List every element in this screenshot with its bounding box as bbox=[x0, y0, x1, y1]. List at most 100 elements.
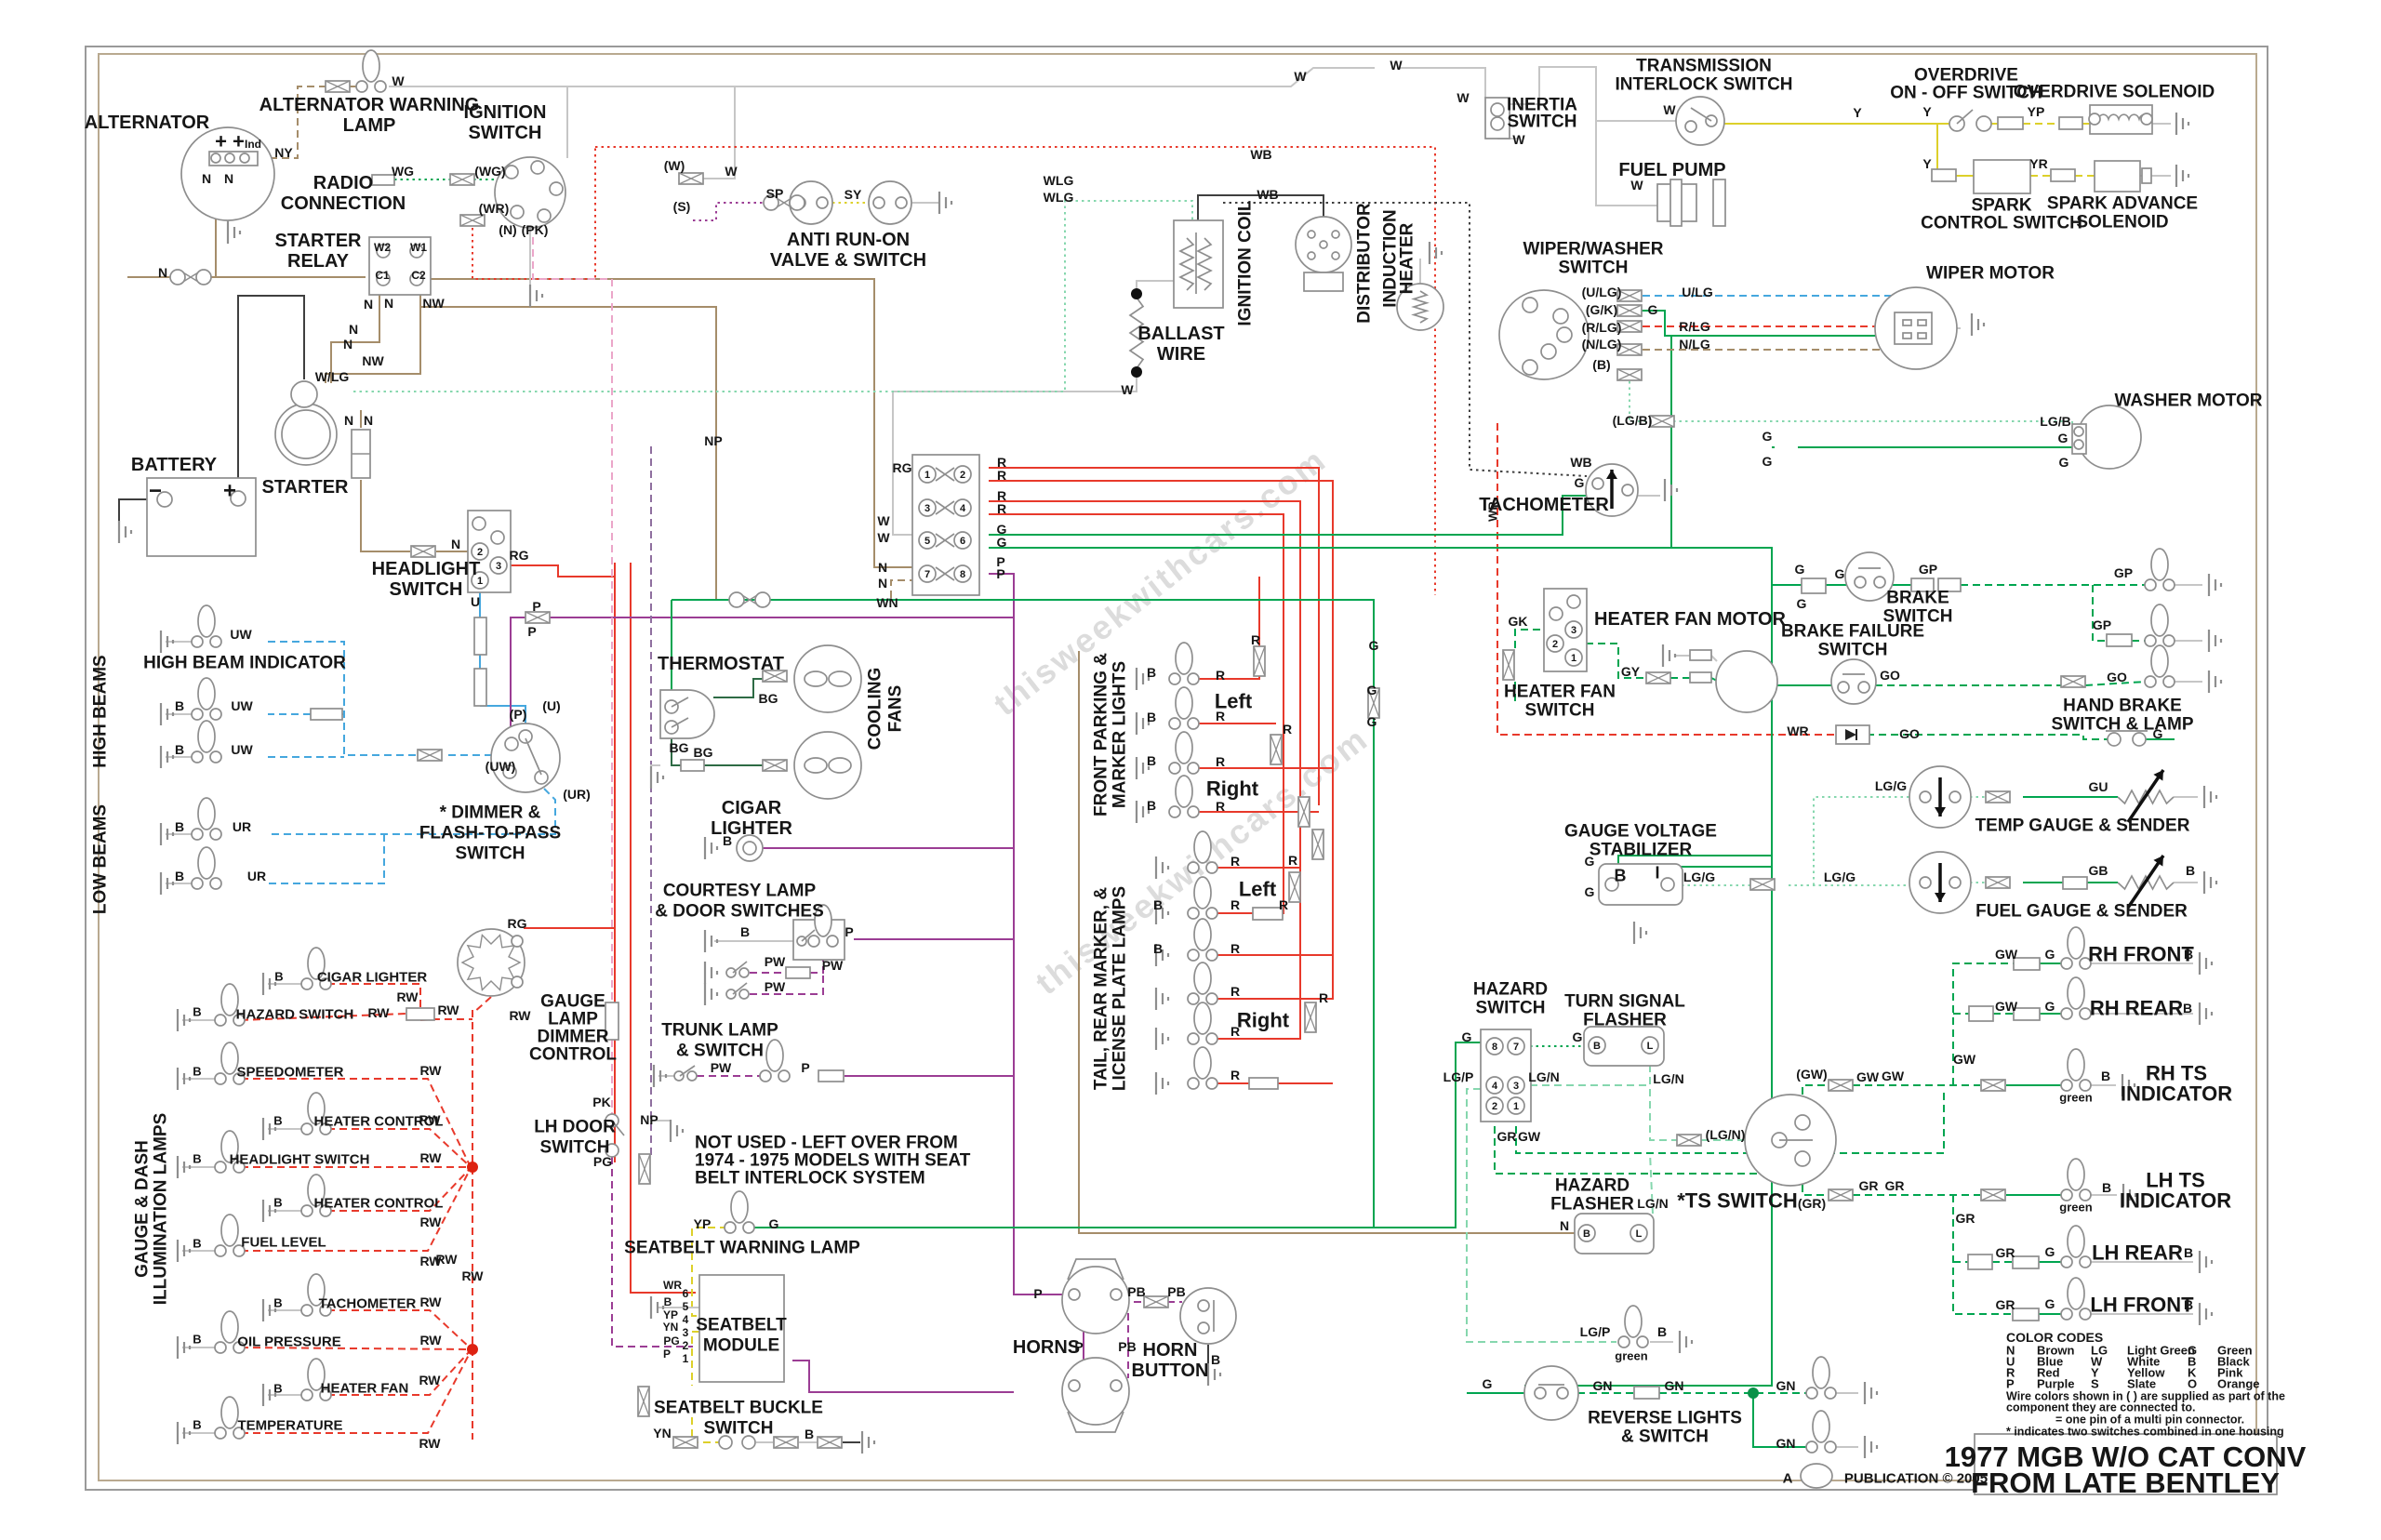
comp-b-290 bbox=[2144, 604, 2175, 647]
wire-g-181 bbox=[1641, 310, 1895, 337]
wire-r-39 bbox=[989, 467, 1320, 805]
comp-g-387 bbox=[2175, 113, 2190, 135]
comp-g-218 bbox=[1154, 988, 1170, 1010]
comp-b-203 bbox=[1168, 731, 1200, 775]
comp-fv-222 bbox=[1270, 734, 1283, 765]
label-switch-lamp: SWITCH & LAMP bbox=[2051, 715, 2193, 735]
label-front-parking: FRONT PARKING & bbox=[1092, 653, 1111, 816]
label-p: P bbox=[996, 566, 1004, 581]
label-b: B bbox=[723, 833, 732, 848]
comp-fv-152 bbox=[637, 1386, 650, 1417]
label-publication-2005: PUBLICATION © 2005 bbox=[1844, 1470, 1988, 1486]
comp-c-39 bbox=[290, 380, 318, 408]
comp-g-172 bbox=[176, 1336, 192, 1359]
label-pw: PW bbox=[711, 1060, 732, 1075]
comp-b-157 bbox=[214, 1130, 246, 1174]
comp-fx-320 bbox=[1985, 876, 2011, 889]
comp-ln-100 bbox=[935, 533, 955, 548]
label-u: U bbox=[2006, 1355, 2015, 1369]
comp-c-259 bbox=[2077, 405, 2142, 470]
label-washer-motor: WASHER MOTOR bbox=[2114, 392, 2262, 411]
comp-b-376 bbox=[1805, 1410, 1837, 1454]
label-k: K bbox=[2188, 1366, 2197, 1380]
label-sy: SY bbox=[845, 187, 862, 202]
label-alternator: ALTERNATOR bbox=[85, 113, 210, 133]
wire-w-151 bbox=[1710, 655, 1718, 662]
label-fuel-gauge-sender: FUEL GAUGE & SENDER bbox=[1975, 902, 2188, 922]
comp-g-341 bbox=[2198, 1251, 2214, 1273]
label-ind: Ind bbox=[245, 138, 261, 151]
label-s: (S) bbox=[673, 199, 691, 214]
comp-g-217 bbox=[1154, 944, 1170, 966]
label-lh-door: LH DOOR bbox=[534, 1118, 616, 1137]
comp-t-300 bbox=[2107, 732, 2122, 747]
wire-y-100 bbox=[1932, 124, 1938, 177]
label-stabilizer: STABILIZER bbox=[1590, 841, 1693, 860]
label-cooling: COOLING bbox=[866, 668, 885, 750]
comp-c-188 bbox=[1061, 1357, 1130, 1426]
comp-g-165 bbox=[176, 1009, 192, 1031]
comp-t-243 bbox=[1556, 326, 1573, 343]
svg-text:7: 7 bbox=[1513, 1042, 1519, 1053]
comp-f-118 bbox=[680, 759, 705, 772]
svg-text:8: 8 bbox=[960, 569, 965, 580]
label-high-beams: HIGH BEAMS bbox=[91, 655, 111, 767]
comp-b-287 bbox=[2144, 548, 2175, 591]
label-fans: FANS bbox=[886, 685, 906, 733]
label-n: N bbox=[384, 296, 393, 311]
comp-f-227 bbox=[1252, 907, 1284, 921]
label-ur: UR bbox=[233, 819, 251, 834]
svg-text:L: L bbox=[1636, 1228, 1643, 1240]
wire-w-144 bbox=[650, 764, 660, 772]
label-p: P bbox=[663, 1348, 671, 1361]
label-n: N bbox=[364, 413, 373, 428]
label-tail-rear-marker: TAIL, REAR MARKER, & bbox=[1092, 887, 1111, 1090]
label-rg: RG bbox=[508, 916, 527, 931]
label-g: G bbox=[1462, 1029, 1472, 1044]
comp-t-137 bbox=[686, 1070, 698, 1082]
wire-n-13 bbox=[258, 86, 326, 159]
comp-t-127 bbox=[725, 967, 737, 978]
label-ts-switch: *TS SWITCH bbox=[1677, 1189, 1798, 1213]
frame-inner bbox=[98, 53, 2257, 1481]
label-n: (N) bbox=[499, 222, 516, 237]
label-r: R bbox=[997, 501, 1006, 516]
label-pw: PW bbox=[765, 954, 786, 969]
label-w: W bbox=[1457, 90, 1470, 105]
label-b: B bbox=[2184, 947, 2193, 962]
diagram-frame bbox=[85, 46, 2268, 1491]
comp-dot-176 bbox=[467, 1162, 478, 1173]
label-b: B bbox=[2101, 1069, 2110, 1083]
comp-b-333 bbox=[2060, 1048, 2092, 1092]
comp-b-213 bbox=[1187, 1002, 1218, 1045]
comp-t-22 bbox=[376, 272, 391, 286]
label-heater-fan: HEATER FAN bbox=[321, 1380, 409, 1396]
label-component-they-are-connected-to: component they are connected to. bbox=[2006, 1401, 2196, 1414]
comp-t-235 bbox=[1490, 102, 1505, 117]
comp-g-206 bbox=[1135, 712, 1151, 735]
svg-text:1: 1 bbox=[477, 576, 483, 587]
svg-text:3: 3 bbox=[1513, 1081, 1519, 1092]
comp-c-110 bbox=[793, 644, 862, 713]
comp-g-32 bbox=[938, 192, 953, 214]
label-headlight-switch: HEADLIGHT SWITCH bbox=[230, 1151, 370, 1167]
comp-f-141 bbox=[818, 1069, 845, 1082]
label-w1: W1 bbox=[410, 241, 427, 254]
comp-dot-84 bbox=[1131, 288, 1142, 299]
comp-f-277 bbox=[1689, 671, 1712, 684]
comp-g-331 bbox=[2198, 1002, 2214, 1025]
comp-n-91: 5 bbox=[918, 531, 937, 550]
label-n: N bbox=[224, 171, 233, 186]
comp-fx-335 bbox=[1980, 1188, 2006, 1201]
label-on-off-switch: ON - OFF SWITCH bbox=[1890, 84, 2042, 103]
comp-fx-312 bbox=[1985, 790, 2011, 803]
comp-t-270 bbox=[1549, 606, 1563, 621]
label-g: G bbox=[2153, 726, 2163, 741]
label-gn: GN bbox=[1665, 1378, 1684, 1393]
comp-g-186 bbox=[860, 1431, 876, 1454]
comp-b-155 bbox=[214, 1042, 246, 1085]
comp-g-279 bbox=[1661, 644, 1677, 667]
comp-t-261 bbox=[2073, 426, 2084, 437]
